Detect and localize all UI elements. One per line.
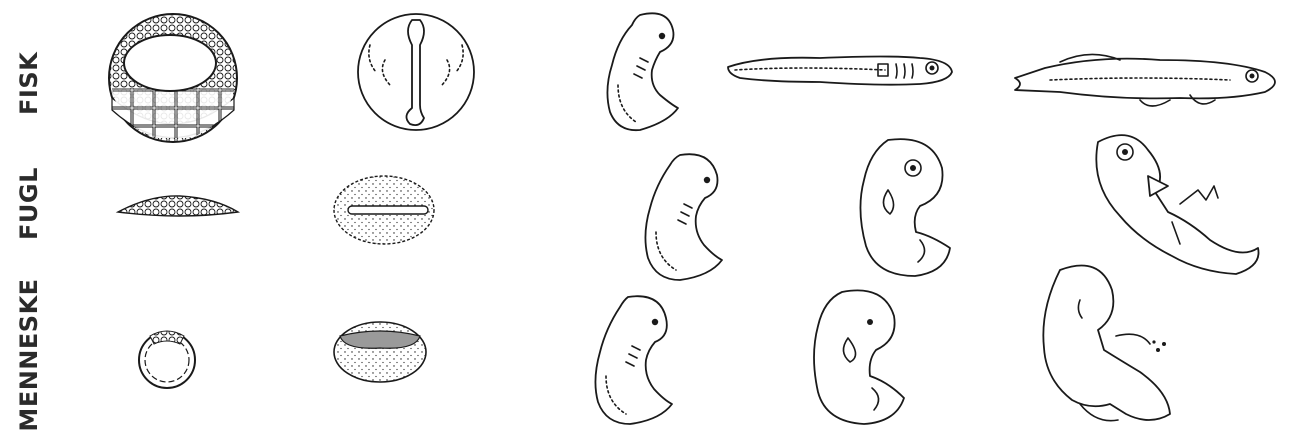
bird-stage-4-embryo: [860, 139, 950, 276]
fish-stage-5-juvenile: [1015, 54, 1275, 106]
bird-stage-2-streak: [334, 176, 434, 244]
bird-stage-5-chick: [1096, 135, 1258, 274]
fish-stage-2-neurula: [358, 14, 474, 130]
fish-stage-4-larva: [728, 57, 952, 85]
human-stage-4-embryo: [814, 290, 904, 424]
fish-stage-3-embryo: [607, 13, 678, 130]
human-stage-5-fetus: [1043, 266, 1170, 421]
human-stage-3-embryo: [595, 296, 672, 424]
bird-stage-1-blastoderm: [118, 196, 238, 216]
human-stage-2-disc: [334, 322, 426, 382]
human-stage-1-blastocyst: [139, 331, 195, 388]
fish-stage-1-blastula: [109, 14, 237, 142]
bird-stage-3-embryo: [645, 154, 722, 280]
